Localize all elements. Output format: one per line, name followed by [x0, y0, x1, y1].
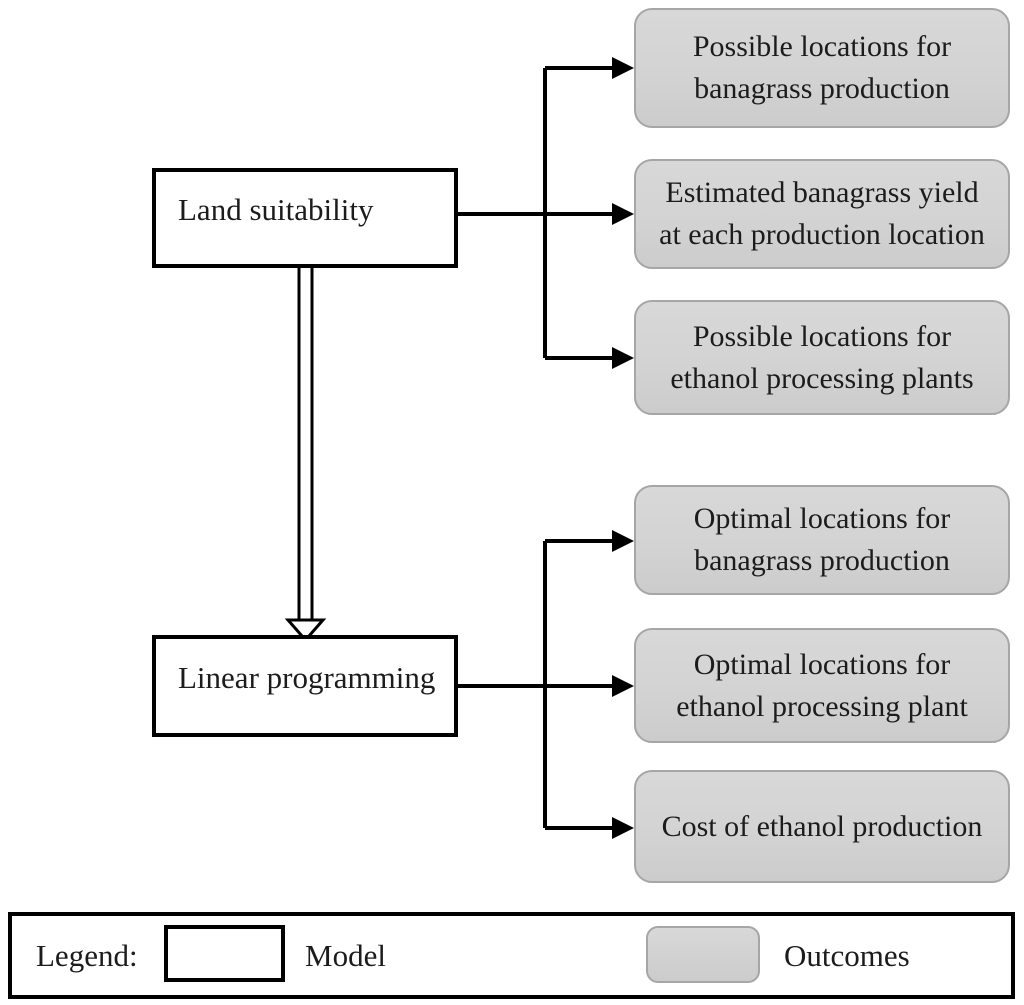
legend-model-label: Model	[305, 937, 386, 973]
legend-outcomes-label: Outcomes	[784, 937, 910, 973]
outcome-line: Possible locations for	[692, 30, 952, 63]
outcome-box-optimal-banagrass-locations: Optimal locations for banagrass producti…	[634, 485, 1010, 595]
outcome-line: banagrass production	[694, 72, 950, 105]
arrowheads-top	[612, 57, 634, 369]
arrowheads-bottom	[612, 530, 634, 839]
outcome-line: at each production location	[659, 218, 985, 251]
legend-model-swatch	[164, 925, 285, 982]
outcome-box-cost-of-ethanol-production: Cost of ethanol production	[634, 770, 1010, 883]
outcome-line: Possible locations for	[692, 319, 952, 353]
model-box-land-suitability: Land suitability	[152, 168, 458, 268]
outcome-line: banagrass production	[694, 544, 950, 577]
model-label: Land suitability	[178, 192, 374, 227]
outcome-box-estimated-banagrass-yield: Estimated banagrass yield at each produc…	[634, 159, 1010, 269]
arrows-linear-programming-to-outcomes	[458, 539, 613, 830]
model-box-linear-programming: Linear programming	[152, 635, 458, 737]
outcome-line: ethanol processing plant	[676, 689, 968, 723]
outcome-line: Optimal locations for	[693, 647, 951, 681]
double-arrow-land-to-linear	[284, 268, 327, 643]
outcome-line: Cost of ethanol production	[661, 809, 983, 843]
outcome-line: Estimated banagrass yield	[665, 176, 979, 209]
outcome-line: ethanol processing plants	[670, 361, 974, 395]
outcome-box-possible-banagrass-locations: Possible locations for banagrass product…	[634, 8, 1010, 128]
arrows-land-suitability-to-outcomes	[458, 66, 613, 360]
model-label: Linear programming	[178, 660, 436, 695]
legend-outcomes-swatch	[646, 926, 760, 983]
legend-title: Legend:	[36, 937, 138, 973]
legend: Legend: Model Outcomes	[8, 912, 1015, 999]
outcome-box-optimal-ethanol-plant-locations: Optimal locations for ethanol processing…	[634, 628, 1010, 743]
outcome-line: Optimal locations for	[693, 502, 951, 535]
outcome-box-possible-ethanol-plant-locations: Possible locations for ethanol processin…	[634, 300, 1010, 415]
